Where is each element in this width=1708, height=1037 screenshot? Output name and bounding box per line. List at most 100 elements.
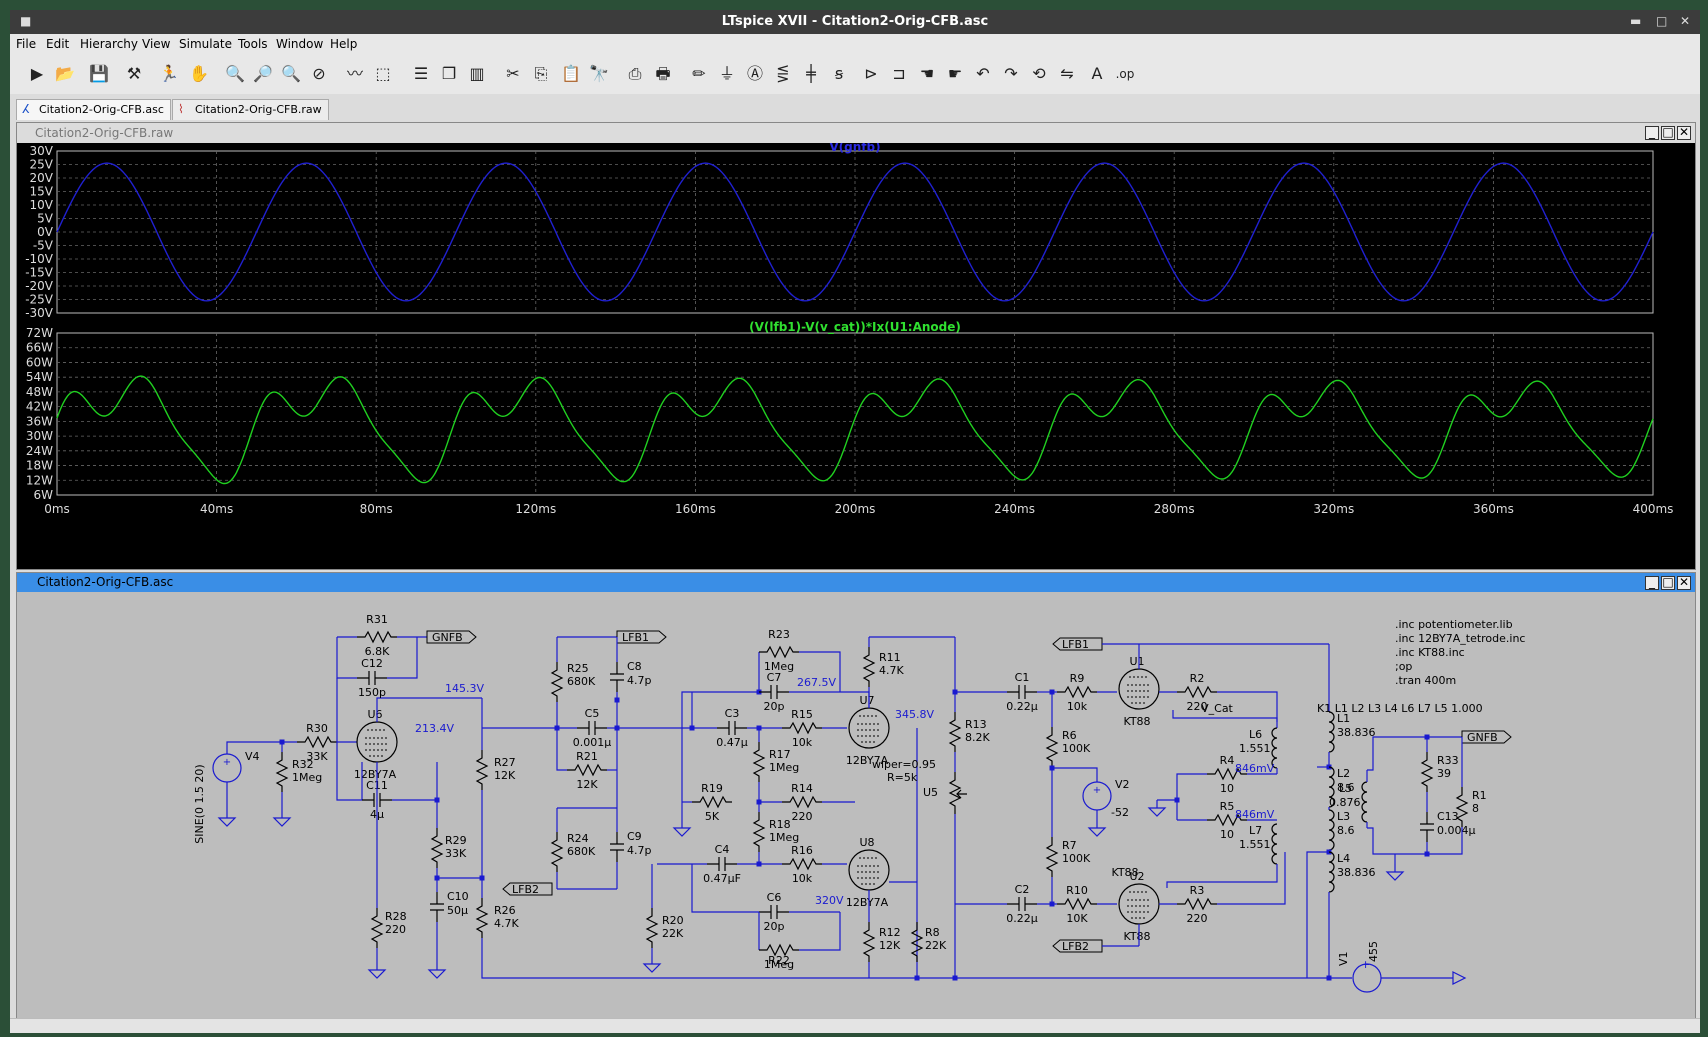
capacitor-c10[interactable] — [430, 892, 444, 922]
wire[interactable] — [556, 728, 567, 771]
resistor-r7[interactable] — [1045, 837, 1059, 877]
resistor-r9[interactable] — [1057, 685, 1097, 699]
control-panel-icon[interactable]: ⚒ — [126, 64, 142, 83]
minimize-icon[interactable]: ▬ — [1630, 14, 1642, 28]
resistor-r29[interactable] — [430, 828, 444, 868]
resistor-r10[interactable] — [1057, 897, 1097, 911]
paste-icon[interactable]: 📋 — [561, 64, 581, 83]
resistor-r20[interactable] — [645, 908, 659, 948]
redo-icon[interactable]: ↷ — [1004, 64, 1018, 83]
wire[interactable] — [1217, 691, 1278, 722]
plot-2-title[interactable]: (V(lfb1)-V(v_cat))*Ix(U1:Anode) — [749, 320, 961, 335]
plot-1-title[interactable]: V(gnfb) — [829, 143, 880, 154]
wire[interactable] — [336, 678, 362, 801]
capacitor-c8[interactable] — [610, 662, 624, 692]
resistor-r21[interactable] — [567, 763, 607, 777]
draw-wire-icon[interactable]: ✏ — [692, 64, 706, 83]
window-menu-icon[interactable]: ■ — [20, 14, 32, 28]
wire[interactable] — [1172, 710, 1278, 728]
resistor-r28[interactable] — [370, 908, 384, 948]
component-icon[interactable]: ⊐ — [892, 64, 906, 83]
fit-icon[interactable]: ⬚ — [375, 64, 391, 83]
inductor-l6[interactable] — [1271, 727, 1278, 769]
capacitor-c3[interactable] — [717, 721, 747, 735]
capacitor-c2[interactable] — [1007, 897, 1037, 911]
net-flag[interactable] — [502, 882, 553, 896]
resistor-r18[interactable] — [752, 812, 766, 852]
menu-view[interactable]: View — [142, 37, 171, 51]
wire[interactable] — [226, 741, 297, 754]
zoom-out-icon[interactable]: 🔍 — [281, 64, 301, 83]
run-sim-icon[interactable]: 🏃 — [159, 64, 179, 83]
capacitor-c13[interactable] — [1420, 812, 1434, 842]
wire[interactable] — [481, 938, 1317, 979]
resistor-r22[interactable] — [759, 943, 799, 957]
wire[interactable] — [376, 697, 482, 722]
resistor-r19[interactable] — [692, 795, 732, 809]
undo-icon[interactable]: ↶ — [976, 64, 990, 83]
resistor-r12[interactable] — [862, 922, 876, 962]
drag-icon[interactable]: ☛ — [947, 64, 963, 83]
capacitor-c1[interactable] — [1007, 685, 1037, 699]
wire[interactable] — [799, 651, 841, 692]
print-icon[interactable]: ⎙ — [628, 64, 642, 83]
print-setup-icon[interactable]: 🖶 — [655, 64, 671, 83]
zoom-pan-icon[interactable]: 🔎 — [253, 64, 273, 83]
tile-horizontal-icon[interactable]: ☰ — [413, 64, 429, 83]
label-net-icon[interactable]: Ⓐ — [746, 64, 763, 83]
spice-directive[interactable]: ;op — [1395, 660, 1412, 673]
wire[interactable] — [336, 637, 357, 679]
halt-icon[interactable]: ✋ — [189, 64, 209, 83]
maximize-icon[interactable]: □ — [1656, 14, 1668, 28]
spice-directive[interactable]: .inc KT88.inc — [1395, 646, 1465, 659]
close-icon[interactable]: ✕ — [1680, 14, 1691, 28]
inductor-icon[interactable]: ꞩ — [834, 64, 844, 83]
diode-icon[interactable]: ⊳ — [864, 64, 878, 83]
mirror-icon[interactable]: ⇋ — [1060, 64, 1074, 83]
inductor-l1[interactable] — [1328, 711, 1335, 753]
run-icon[interactable]: ▶ — [30, 64, 44, 83]
zoom-cancel-icon[interactable]: ⊘ — [312, 64, 326, 83]
menu-window[interactable]: Window — [276, 37, 324, 51]
tab-waveform[interactable]: ⌇ Citation2-Orig-CFB.raw — [172, 99, 329, 120]
wire[interactable] — [1367, 736, 1427, 771]
spice-directive[interactable]: K1 L1 L2 L3 L4 L6 L7 L5 1.000 — [1317, 702, 1483, 715]
resistor-r14[interactable] — [782, 795, 822, 809]
tile-vertical-icon[interactable]: ▥ — [469, 64, 485, 83]
rotate-icon[interactable]: ⟲ — [1032, 64, 1046, 83]
capacitor-c4[interactable] — [707, 857, 737, 871]
inductor-l4[interactable] — [1328, 851, 1335, 893]
wire[interactable] — [1176, 773, 1207, 820]
resistor-r30[interactable] — [297, 735, 337, 749]
resistor-r32[interactable] — [275, 752, 289, 792]
capacitor-icon[interactable]: ╪ — [806, 64, 816, 83]
wire[interactable] — [681, 691, 759, 802]
capacitor-c11[interactable] — [362, 793, 392, 807]
zoom-in-icon[interactable]: 🔍 — [225, 64, 245, 83]
tab-schematic[interactable]: ⵃ Citation2-Orig-CFB.asc — [16, 99, 171, 120]
resistor-r8[interactable] — [910, 922, 924, 962]
plot-close-button[interactable]: ✕ — [1677, 125, 1691, 140]
wire[interactable] — [1052, 767, 1098, 782]
inductor-l2[interactable] — [1328, 766, 1335, 808]
wire[interactable] — [387, 637, 418, 679]
menu-tools[interactable]: Tools — [238, 37, 268, 51]
resistor-r4[interactable] — [1207, 767, 1247, 781]
copy-icon[interactable]: ⎘ — [534, 64, 548, 83]
resistor-r13[interactable] — [948, 712, 962, 752]
plot-canvas[interactable]: V(gnfb)30V25V20V15V10V5V0V-5V-10V-15V-20… — [17, 143, 1695, 569]
resistor-r31[interactable] — [357, 630, 397, 644]
wire[interactable] — [799, 912, 841, 951]
inductor-l7[interactable] — [1271, 823, 1278, 865]
ground-icon[interactable]: ⏚ — [718, 64, 735, 83]
resistor-r26[interactable] — [475, 898, 489, 938]
menu-file[interactable]: File — [16, 37, 37, 51]
spice-directive[interactable]: .tran 400m — [1395, 674, 1456, 687]
resistor-r1[interactable] — [1455, 787, 1469, 827]
cut-icon[interactable]: ✂ — [506, 64, 520, 83]
resistor-r6[interactable] — [1045, 727, 1059, 767]
plot-restore-button[interactable]: □ — [1661, 125, 1675, 140]
plot-2-trace[interactable] — [56, 375, 1654, 485]
net-flag[interactable] — [1052, 637, 1103, 651]
